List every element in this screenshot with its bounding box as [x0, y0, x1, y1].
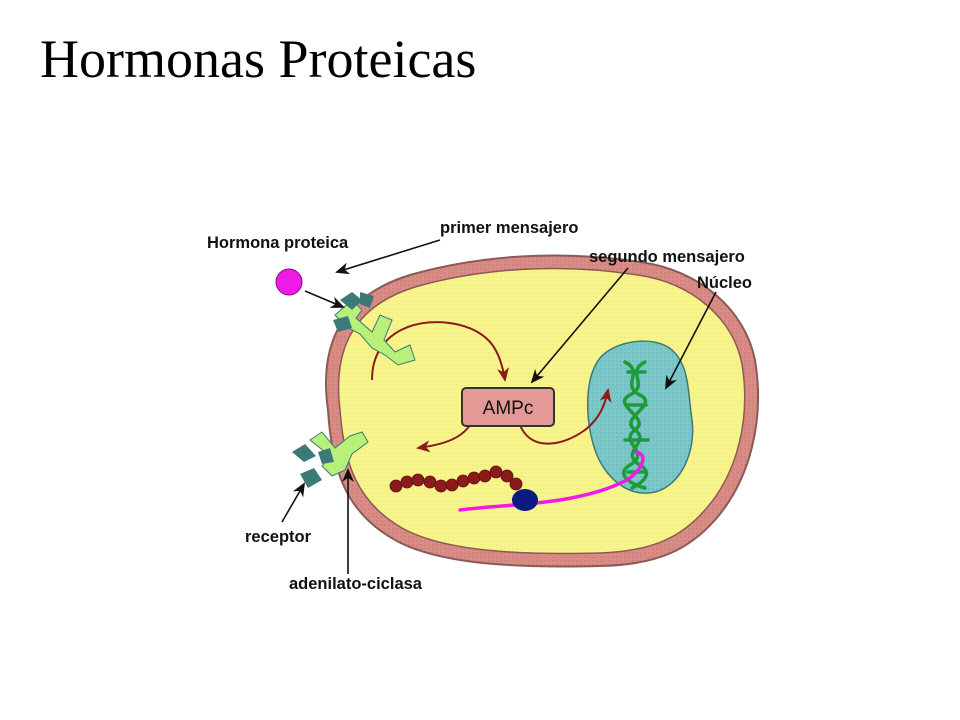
mrna-strand	[458, 450, 645, 512]
label-nucleo: Núcleo	[697, 274, 752, 292]
label-primer-mensajero: primer mensajero	[440, 219, 578, 237]
pointer-arrows	[281, 239, 717, 574]
ampc-to-protein-arrow	[416, 424, 471, 453]
label-adenilato-ciclasa: adenilato-ciclasa	[289, 575, 423, 593]
hormone-to-receptor-arrow	[304, 290, 345, 308]
receptor-arrow	[281, 482, 306, 523]
label-receptor: receptor	[245, 528, 312, 546]
protein-chain-icon	[389, 465, 523, 493]
slide-title: Hormonas Proteicas	[40, 29, 477, 89]
ampc-box: AMPc	[461, 387, 555, 427]
hormone-molecule-icon	[275, 268, 303, 296]
ampc-label: AMPc	[483, 398, 534, 419]
receptor-bottom-icon	[292, 431, 369, 488]
label-hormona-proteica: Hormona proteica	[207, 234, 349, 252]
second-messenger-arrow	[530, 267, 629, 384]
first-messenger-arrow	[335, 239, 441, 275]
receptor-top-icon	[333, 292, 416, 366]
label-segundo-mensajero: segundo mensajero	[589, 248, 745, 266]
ampc-to-nucleus-arrow	[519, 388, 612, 445]
nucleus-arrow	[665, 291, 717, 390]
ribosome-icon	[512, 489, 538, 511]
